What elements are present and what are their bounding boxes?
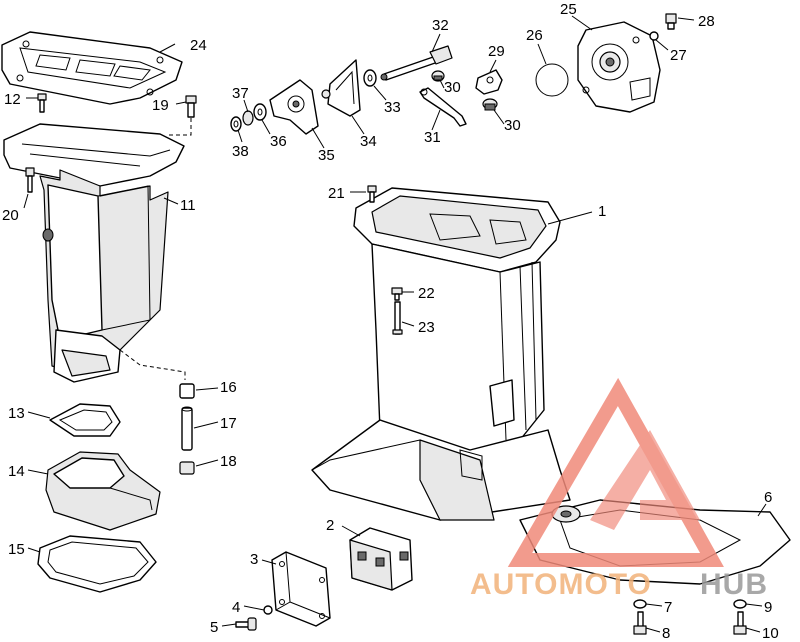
part-2-block <box>349 527 413 591</box>
part-22-bolt <box>391 287 403 301</box>
label-10: 10 <box>762 625 779 642</box>
part-18-grommet <box>179 461 195 475</box>
watermark-logo: AUTOMOTO HUB <box>470 377 768 601</box>
part-7-washer <box>633 599 647 609</box>
part-labels: 24 12 19 20 11 37 38 36 35 34 33 32 30 3… <box>2 1 779 642</box>
part-36-washer <box>253 103 267 121</box>
part-3-cover <box>271 551 331 627</box>
label-2: 2 <box>326 517 334 534</box>
label-12: 12 <box>4 91 21 108</box>
label-29: 29 <box>488 43 505 60</box>
label-22: 22 <box>418 285 435 302</box>
part-30-bushing-lower <box>482 98 498 111</box>
label-28: 28 <box>698 13 715 30</box>
part-29-lever <box>475 69 503 95</box>
label-9: 9 <box>764 599 772 616</box>
part-30-bushing-upper <box>431 70 445 82</box>
part-20-bolt <box>25 167 35 193</box>
part-9-washer <box>733 599 747 609</box>
part-37-nut <box>242 110 254 126</box>
watermark-text-auto: AUTOMOTO <box>470 568 652 601</box>
part-21-bolt <box>367 185 377 203</box>
label-37: 37 <box>232 85 249 102</box>
label-6: 6 <box>764 489 772 506</box>
label-34: 34 <box>360 133 377 150</box>
label-4: 4 <box>232 599 240 616</box>
label-30-lower: 30 <box>504 117 521 134</box>
part-1-main-housing <box>311 187 571 521</box>
label-18: 18 <box>220 453 237 470</box>
label-27: 27 <box>670 47 687 64</box>
watermark-text-hub: HUB <box>700 568 768 601</box>
part-16-grommet <box>179 383 195 399</box>
label-30-upper: 30 <box>444 79 461 96</box>
label-17: 17 <box>220 415 237 432</box>
label-16: 16 <box>220 379 237 396</box>
label-20: 20 <box>2 207 19 224</box>
label-1: 1 <box>598 203 606 220</box>
label-7: 7 <box>664 599 672 616</box>
label-35: 35 <box>318 147 335 164</box>
part-31-link-rod <box>419 87 467 127</box>
label-24: 24 <box>190 37 207 54</box>
part-11-driveshaft-housing <box>3 123 186 383</box>
part-32-shift-rod <box>380 45 453 81</box>
label-14: 14 <box>8 463 25 480</box>
label-13: 13 <box>8 405 25 422</box>
label-33: 33 <box>384 99 401 116</box>
part-5-screw <box>235 617 257 631</box>
part-27-washer <box>649 31 659 41</box>
part-38-washer <box>230 116 242 132</box>
label-32: 32 <box>432 17 449 34</box>
part-10-bolt <box>733 611 747 635</box>
watermark-triangle-inner <box>590 430 700 530</box>
label-5: 5 <box>210 619 218 636</box>
part-26-o-ring <box>535 63 569 97</box>
part-8-bolt <box>633 611 647 635</box>
part-33-washer <box>363 69 377 87</box>
part-15-gasket <box>37 535 157 593</box>
part-28-bolt <box>665 13 677 30</box>
label-11: 11 <box>180 197 196 214</box>
part-17-tube <box>181 406 193 451</box>
leader-lines <box>23 15 767 633</box>
label-26: 26 <box>526 27 543 44</box>
part-12-bolt <box>37 93 47 113</box>
part-13-gasket <box>49 403 121 437</box>
label-25: 25 <box>560 1 577 18</box>
part-23-stud <box>392 301 403 335</box>
label-31: 31 <box>424 129 441 146</box>
part-24-adapter-plate <box>1 31 183 105</box>
label-21: 21 <box>328 185 345 202</box>
part-34-plate <box>321 59 361 117</box>
label-19: 19 <box>152 97 169 114</box>
label-15: 15 <box>8 541 25 558</box>
part-14-adapter <box>45 451 161 531</box>
part-25-water-pump <box>577 21 661 113</box>
part-4-washer <box>263 605 273 615</box>
label-36: 36 <box>270 133 287 150</box>
part-19-bolt <box>166 95 197 136</box>
label-3: 3 <box>250 551 258 568</box>
label-38: 38 <box>232 143 249 160</box>
part-35-bracket <box>269 79 319 135</box>
label-8: 8 <box>662 625 670 642</box>
label-23: 23 <box>418 319 435 336</box>
